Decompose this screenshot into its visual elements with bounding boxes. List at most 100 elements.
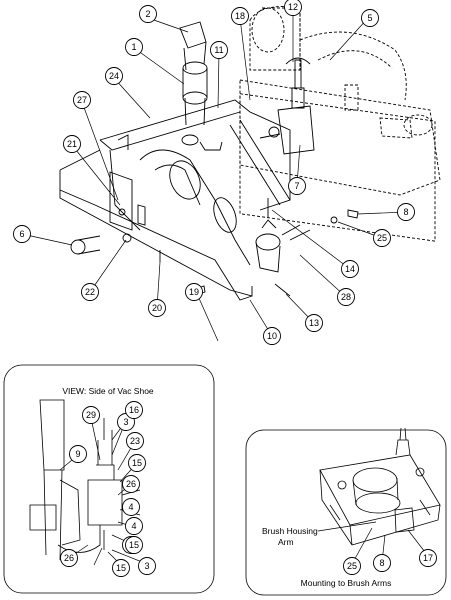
callout-number: 27 bbox=[77, 95, 87, 105]
callout-number: 13 bbox=[309, 318, 319, 328]
callout-number: 28 bbox=[341, 292, 351, 302]
callout-15: 15 bbox=[125, 536, 143, 554]
callout-2: 2 bbox=[139, 5, 157, 23]
callout-11: 11 bbox=[210, 41, 228, 59]
callout-circle bbox=[126, 432, 144, 450]
callout-13: 13 bbox=[305, 314, 323, 332]
callout-number: 19 bbox=[189, 287, 199, 297]
callout-circle bbox=[81, 283, 99, 301]
callout-circle bbox=[82, 406, 100, 424]
callout-number: 8 bbox=[403, 207, 408, 217]
callout-circle bbox=[125, 38, 143, 56]
vacuum-motor-housing bbox=[239, 6, 441, 242]
callout-number: 25 bbox=[377, 233, 387, 243]
knob-and-washers bbox=[70, 208, 132, 255]
callout-number: 4 bbox=[131, 521, 136, 531]
callout-circle bbox=[148, 299, 166, 317]
callout-23: 23 bbox=[126, 432, 144, 450]
callout-circle bbox=[138, 557, 156, 575]
callout-25: 25 bbox=[373, 229, 391, 247]
callout-layer: 1256781011121314181920212224252728334489… bbox=[13, 0, 437, 577]
callout-26: 26 bbox=[60, 549, 78, 567]
callout-number: 11 bbox=[214, 45, 223, 55]
callout-number: 15 bbox=[116, 563, 126, 573]
callout-28: 28 bbox=[337, 288, 355, 306]
callout-circle bbox=[288, 177, 306, 195]
callout-circle bbox=[125, 517, 143, 535]
callout-10: 10 bbox=[263, 327, 281, 345]
valve-assembly bbox=[259, 57, 315, 155]
callout-number: 10 bbox=[267, 331, 277, 341]
callout-number: 17 bbox=[423, 553, 433, 563]
callout-number: 16 bbox=[129, 405, 139, 415]
callout-21: 21 bbox=[63, 135, 81, 153]
callout-17: 17 bbox=[419, 549, 437, 567]
callout-circle bbox=[373, 554, 391, 572]
callout-number: 25 bbox=[347, 561, 357, 571]
callout-8: 8 bbox=[397, 203, 415, 221]
callout-number: 29 bbox=[86, 410, 96, 420]
callout-circle bbox=[343, 557, 361, 575]
callout-number: 15 bbox=[132, 458, 142, 468]
callout-circle bbox=[419, 549, 437, 567]
callout-number: 12 bbox=[288, 2, 298, 12]
callout-circle bbox=[139, 5, 157, 23]
callout-16: 16 bbox=[125, 401, 143, 419]
detail-vac-shoe-title: VIEW: Side of Vac Shoe bbox=[62, 386, 154, 396]
callout-number: 23 bbox=[130, 436, 140, 446]
callout-circle bbox=[125, 401, 143, 419]
callout-number: 24 bbox=[109, 71, 119, 81]
callout-number: 15 bbox=[129, 540, 139, 550]
callout-number: 9 bbox=[75, 449, 80, 459]
callout-number: 22 bbox=[85, 287, 95, 297]
callout-8: 8 bbox=[373, 554, 391, 572]
callout-26: 26 bbox=[122, 475, 140, 493]
callout-1: 1 bbox=[125, 38, 143, 56]
callout-circle bbox=[112, 559, 130, 577]
callout-number: 2 bbox=[145, 9, 150, 19]
callout-18: 18 bbox=[231, 7, 249, 25]
callout-number: 26 bbox=[126, 479, 136, 489]
callout-27: 27 bbox=[73, 91, 91, 109]
callout-circle bbox=[69, 445, 87, 463]
callout-number: 4 bbox=[128, 502, 133, 512]
callout-number: 20 bbox=[152, 303, 162, 313]
callout-number: 7 bbox=[294, 181, 299, 191]
callout-circle bbox=[341, 260, 359, 278]
nozzle-tube bbox=[179, 21, 208, 126]
callout-circle bbox=[13, 225, 31, 243]
callout-circle bbox=[397, 203, 415, 221]
callout-circle bbox=[128, 454, 146, 472]
callout-number: 3 bbox=[144, 561, 149, 571]
callout-number: 8 bbox=[379, 558, 384, 568]
main-exploded-view bbox=[21, 6, 441, 342]
callout-circle bbox=[361, 9, 379, 27]
callout-14: 14 bbox=[341, 260, 359, 278]
callout-number: 14 bbox=[345, 264, 355, 274]
callout-number: 26 bbox=[64, 553, 74, 563]
callout-number: 1 bbox=[131, 42, 136, 52]
callout-4: 4 bbox=[122, 498, 140, 516]
callout-22: 22 bbox=[81, 283, 99, 301]
callout-circle bbox=[63, 135, 81, 153]
callout-circle bbox=[122, 475, 140, 493]
callout-3: 3 bbox=[138, 557, 156, 575]
callout-15: 15 bbox=[128, 454, 146, 472]
main-bracket bbox=[59, 99, 291, 301]
callout-number: 5 bbox=[367, 13, 372, 23]
callout-circle bbox=[185, 283, 203, 301]
callout-25: 25 bbox=[343, 557, 361, 575]
callout-number: 18 bbox=[235, 11, 245, 21]
callout-5: 5 bbox=[361, 9, 379, 27]
callout-circle bbox=[73, 91, 91, 109]
callout-circle bbox=[337, 288, 355, 306]
callout-6: 6 bbox=[13, 225, 31, 243]
shoe-foot bbox=[255, 219, 311, 273]
callout-20: 20 bbox=[148, 299, 166, 317]
callout-circle bbox=[122, 498, 140, 516]
callout-circle bbox=[373, 229, 391, 247]
callout-12: 12 bbox=[284, 0, 302, 16]
callout-4: 4 bbox=[125, 517, 143, 535]
callout-7: 7 bbox=[288, 177, 306, 195]
